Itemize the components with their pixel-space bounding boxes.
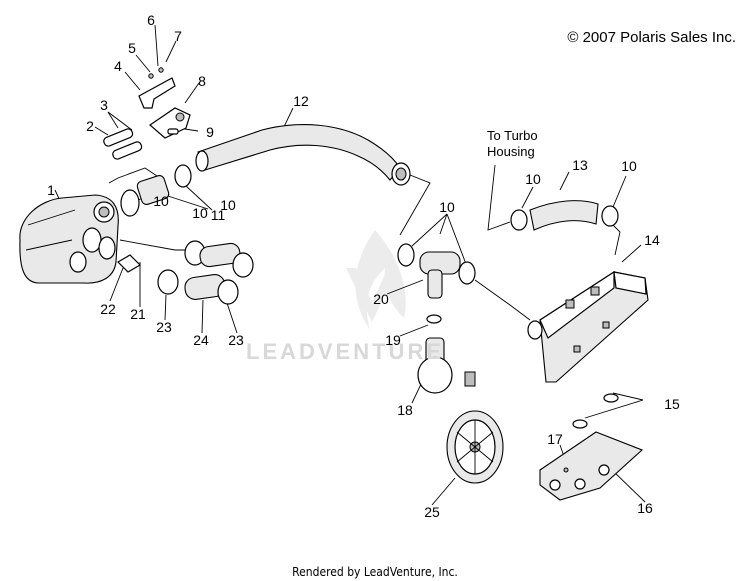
callout-22: 22 xyxy=(100,301,116,317)
callout-3: 3 xyxy=(100,97,108,113)
callout-6: 6 xyxy=(147,12,155,28)
part-intercooler-bracket xyxy=(539,393,644,501)
footer-text: Rendered by LeadVenture, Inc. xyxy=(292,565,458,579)
part-solenoid-assembly xyxy=(103,67,191,160)
part-intake-tube xyxy=(195,123,411,186)
part-intercooler xyxy=(527,270,649,383)
callout-5: 5 xyxy=(128,40,136,56)
callout-16: 16 xyxy=(637,500,653,516)
watermark-text: LEADVENTURE xyxy=(246,339,445,364)
callout-11: 11 xyxy=(210,207,226,223)
part-couplers-lower xyxy=(117,240,254,305)
callout-8: 8 xyxy=(198,73,206,89)
callout-12: 12 xyxy=(293,93,309,109)
callout-2: 2 xyxy=(86,118,94,134)
part-turbo-hose xyxy=(510,200,619,231)
callout-23-left: 23 xyxy=(156,319,172,335)
callout-21: 21 xyxy=(130,306,146,322)
callout-18: 18 xyxy=(397,402,413,418)
callout-10-hose-right: 10 xyxy=(621,158,637,174)
turbo-housing-note: To Turbo Housing xyxy=(487,128,538,159)
callout-4: 4 xyxy=(114,58,122,74)
callout-24: 24 xyxy=(193,332,209,348)
callout-19: 19 xyxy=(385,332,401,348)
callout-10-hose-left: 10 xyxy=(525,171,541,187)
callout-7: 7 xyxy=(174,28,182,44)
watermark-logo xyxy=(346,230,406,330)
callout-10-coupler: 10 xyxy=(192,205,208,221)
part-clamps-upper xyxy=(120,164,192,217)
callout-14: 14 xyxy=(644,232,660,248)
callout-23-right: 23 xyxy=(228,332,244,348)
part-fan xyxy=(446,410,504,484)
callout-10-airbox: 10 xyxy=(153,193,169,209)
callout-9: 9 xyxy=(206,124,214,140)
callout-20: 20 xyxy=(373,291,389,307)
callout-1: 1 xyxy=(47,182,55,198)
callout-15: 15 xyxy=(664,396,680,412)
callout-13: 13 xyxy=(572,157,588,173)
part-bypass-valve xyxy=(417,314,476,394)
part-tee-fitting xyxy=(397,243,476,299)
callout-10-tube: 10 xyxy=(220,197,236,213)
callout-10-tee: 10 xyxy=(439,199,455,215)
callout-17: 17 xyxy=(547,431,563,447)
callout-25: 25 xyxy=(424,504,440,520)
copyright-text: © 2007 Polaris Sales Inc. xyxy=(567,29,736,46)
part-airbox xyxy=(19,194,119,284)
